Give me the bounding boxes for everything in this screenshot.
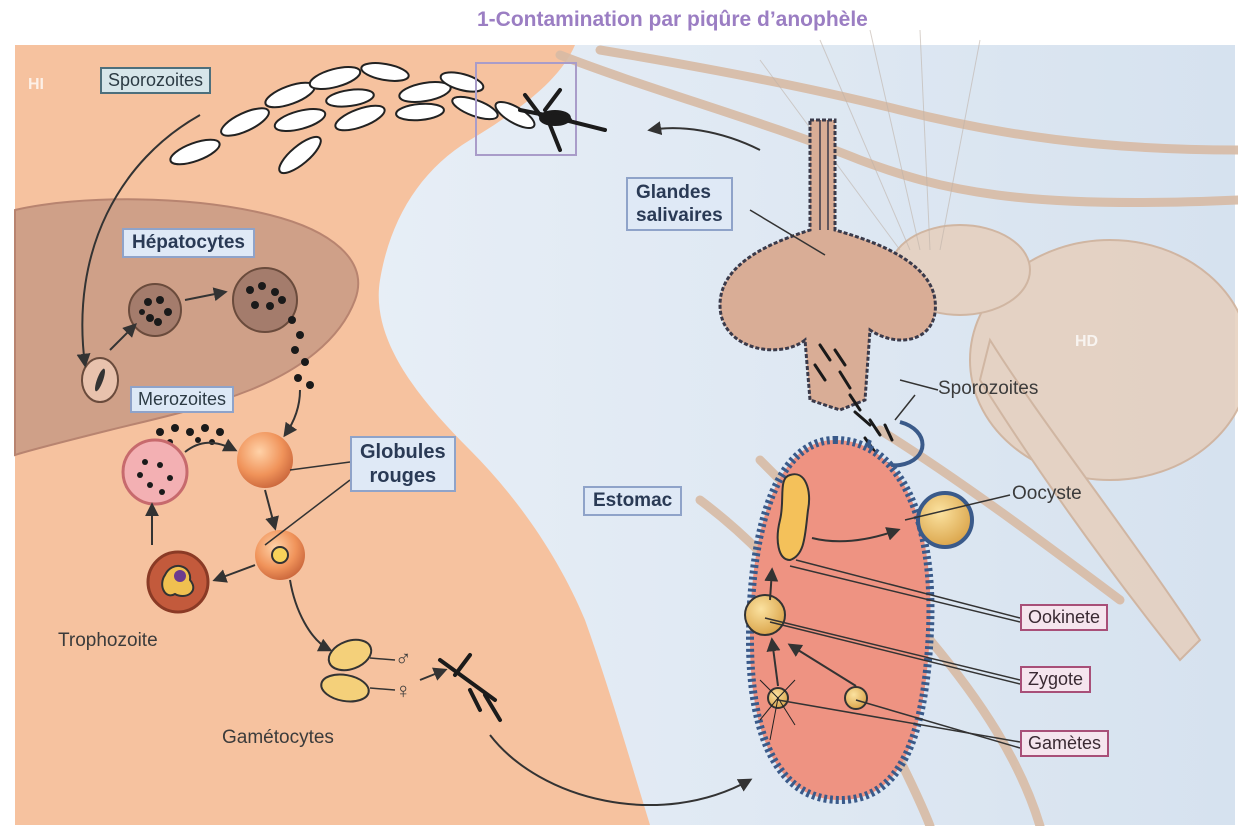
label-zygote: Zygote bbox=[1020, 666, 1091, 693]
label-gametocytes: Gamétocytes bbox=[222, 727, 334, 749]
label-gametes: Gamètes bbox=[1020, 730, 1109, 757]
label-globules-rouges: Globules rouges bbox=[350, 436, 456, 492]
label-hepatocytes: Hépatocytes bbox=[122, 228, 255, 258]
diagram-title: 1-Contamination par piqûre d’anophèle bbox=[477, 8, 868, 32]
label-estomac: Estomac bbox=[583, 486, 682, 516]
label-trophozoite: Trophozoite bbox=[58, 630, 158, 652]
corner-label-right: HD bbox=[1075, 333, 1098, 351]
label-ookinete: Ookinete bbox=[1020, 604, 1108, 631]
label-sporozoites-top: Sporozoites bbox=[100, 67, 211, 94]
male-symbol: ♂ bbox=[395, 646, 412, 672]
corner-label-left: HI bbox=[28, 76, 44, 94]
label-sporozoites-right: Sporozoites bbox=[938, 378, 1038, 400]
label-oocyste: Oocyste bbox=[1012, 483, 1082, 505]
female-symbol: ♀ bbox=[395, 678, 412, 704]
label-glandes-salivaires: Glandes salivaires bbox=[626, 177, 733, 231]
label-merozoites: Merozoites bbox=[130, 386, 234, 413]
